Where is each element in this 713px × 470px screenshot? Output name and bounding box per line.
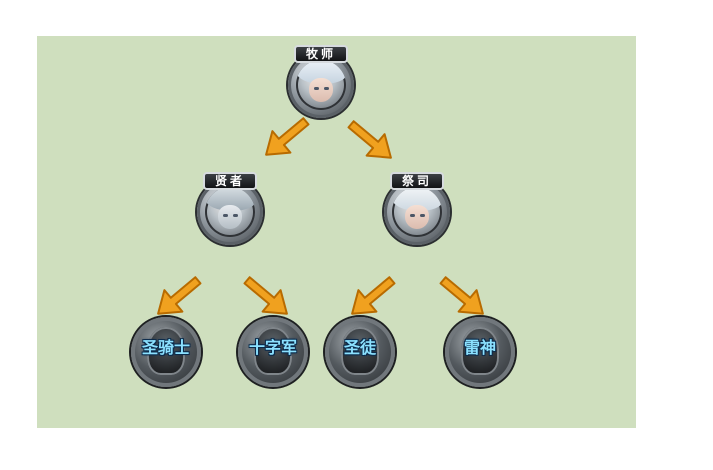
arrow-root-to-cleric bbox=[335, 106, 407, 175]
arrow-root-to-sage bbox=[250, 103, 322, 172]
class-node-thunder-god[interactable]: 雷神 bbox=[445, 317, 515, 387]
silhouette-icon bbox=[461, 327, 499, 375]
class-name-paladin: 圣骑士 bbox=[141, 340, 190, 357]
class-name-cleric: 祭司 bbox=[390, 172, 444, 190]
class-name-priest: 牧师 bbox=[294, 45, 348, 63]
class-node-saint[interactable]: 圣徒 bbox=[325, 317, 395, 387]
silhouette-icon bbox=[254, 327, 292, 375]
class-node-sage[interactable]: 贤者 bbox=[193, 172, 267, 249]
arrow-sage-to-crusader bbox=[231, 262, 303, 331]
priest-portrait-icon bbox=[296, 60, 346, 110]
arrow-cleric-to-thunder-god bbox=[427, 262, 499, 331]
arrow-cleric-to-saint bbox=[336, 262, 408, 331]
arrow-sage-to-paladin bbox=[142, 262, 214, 331]
class-node-cleric[interactable]: 祭司 bbox=[380, 172, 454, 249]
class-name-crusader: 十字军 bbox=[248, 340, 297, 357]
silhouette-icon bbox=[147, 327, 185, 375]
silhouette-icon bbox=[341, 327, 379, 375]
class-name-sage: 贤者 bbox=[203, 172, 257, 190]
class-node-priest[interactable]: 牧师 bbox=[284, 45, 358, 122]
class-tree-panel: 牧师 贤者 祭司 bbox=[37, 36, 636, 428]
class-name-thunder-god: 雷神 bbox=[463, 340, 496, 357]
sage-portrait-icon bbox=[205, 187, 255, 237]
class-name-saint: 圣徒 bbox=[343, 340, 376, 357]
cleric-portrait-icon bbox=[392, 187, 442, 237]
class-node-crusader[interactable]: 十字军 bbox=[238, 317, 308, 387]
class-node-paladin[interactable]: 圣骑士 bbox=[131, 317, 201, 387]
